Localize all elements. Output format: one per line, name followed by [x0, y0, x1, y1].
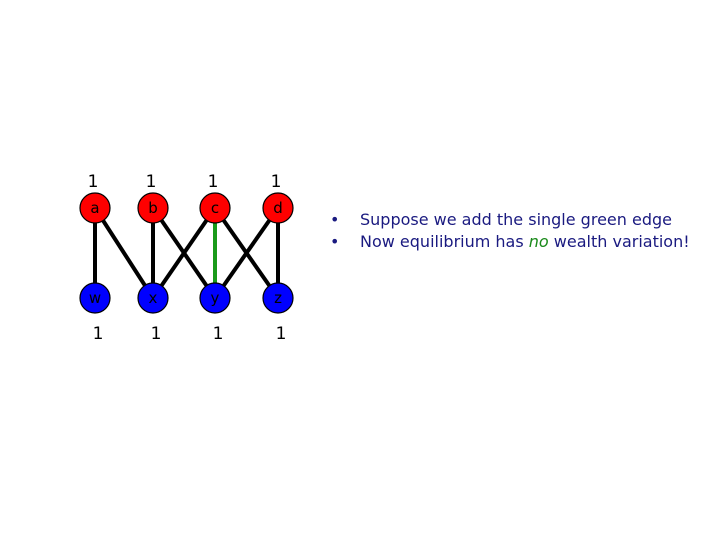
node-weight-d: 1	[271, 172, 282, 192]
node-weight-b: 1	[146, 172, 157, 192]
node-weight-w: 1	[93, 324, 104, 344]
node-circle-b	[137, 192, 169, 224]
bullet-dot-icon: •	[330, 232, 340, 251]
node-z: z1	[262, 282, 294, 344]
node-label-x: x	[149, 289, 158, 307]
bullet-text: Suppose we add the single green edge	[360, 210, 672, 229]
node-label-a: a	[90, 199, 99, 217]
node-weight-z: 1	[276, 324, 287, 344]
node-circle-c	[199, 192, 231, 224]
node-w: w1	[79, 282, 111, 344]
node-label-d: d	[273, 199, 283, 217]
node-weight-x: 1	[151, 324, 162, 344]
node-circle-x	[137, 282, 169, 314]
node-circle-a	[79, 192, 111, 224]
node-y: y1	[199, 282, 231, 344]
node-label-w: w	[89, 289, 101, 307]
node-d: d1	[262, 172, 294, 224]
node-circle-w	[79, 282, 111, 314]
node-weight-c: 1	[208, 172, 219, 192]
edge-d-y	[213, 206, 280, 300]
node-label-b: b	[148, 199, 158, 217]
node-label-y: y	[211, 289, 220, 307]
bullet-text-after: wealth variation!	[548, 232, 690, 251]
bullet-list: • Suppose we add the single green edge •…	[330, 209, 710, 253]
node-circle-d	[262, 192, 294, 224]
node-weight-a: 1	[88, 172, 99, 192]
node-a: a1	[79, 172, 111, 224]
node-label-c: c	[211, 199, 219, 217]
bullet-accent-word: no	[528, 232, 549, 251]
edge-c-x	[151, 206, 217, 300]
node-weight-y: 1	[213, 324, 224, 344]
node-label-z: z	[274, 289, 282, 307]
node-x: x1	[137, 282, 169, 344]
bullet-text-before: Now equilibrium has	[360, 232, 529, 251]
bullet-dot-icon: •	[330, 210, 340, 229]
node-c: c1	[199, 172, 231, 224]
node-circle-z	[262, 282, 294, 314]
edge-a-x	[93, 206, 155, 300]
edges-layer	[93, 206, 280, 300]
node-b: b1	[137, 172, 169, 224]
node-circle-y	[199, 282, 231, 314]
bullet-item-green-edge: • Suppose we add the single green edge	[330, 209, 710, 231]
bullet-item-equilibrium: • Now equilibrium has no wealth variatio…	[330, 231, 710, 253]
